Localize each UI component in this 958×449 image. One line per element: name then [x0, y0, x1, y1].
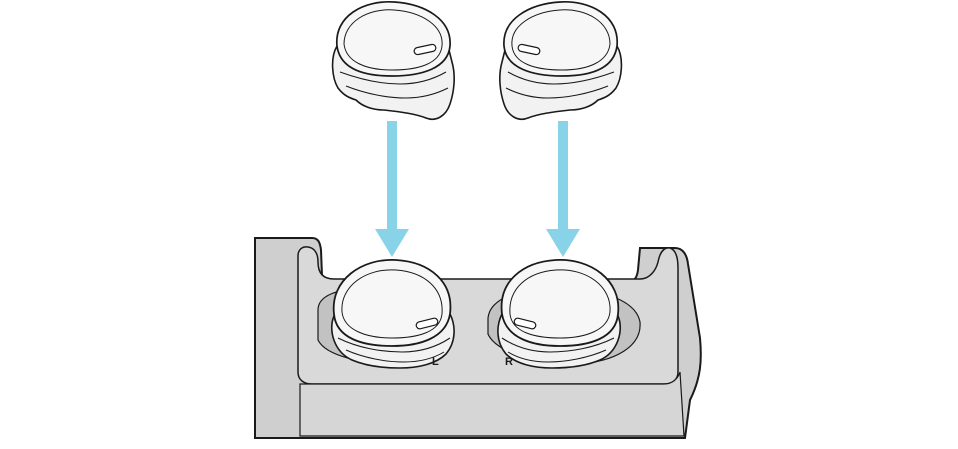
slot-label-right: R	[505, 356, 513, 368]
earbud-right-seated	[497, 258, 622, 369]
earbud-left-seated	[330, 258, 455, 369]
earbud-icon-left	[331, 0, 456, 121]
earbud-icon-right	[498, 0, 623, 121]
slot-label-left: L	[432, 356, 439, 368]
charging-case-icon: L R	[254, 237, 702, 439]
down-arrow-icon-right	[546, 121, 580, 257]
down-arrow-icon-left	[375, 121, 409, 257]
case-front	[299, 371, 685, 437]
